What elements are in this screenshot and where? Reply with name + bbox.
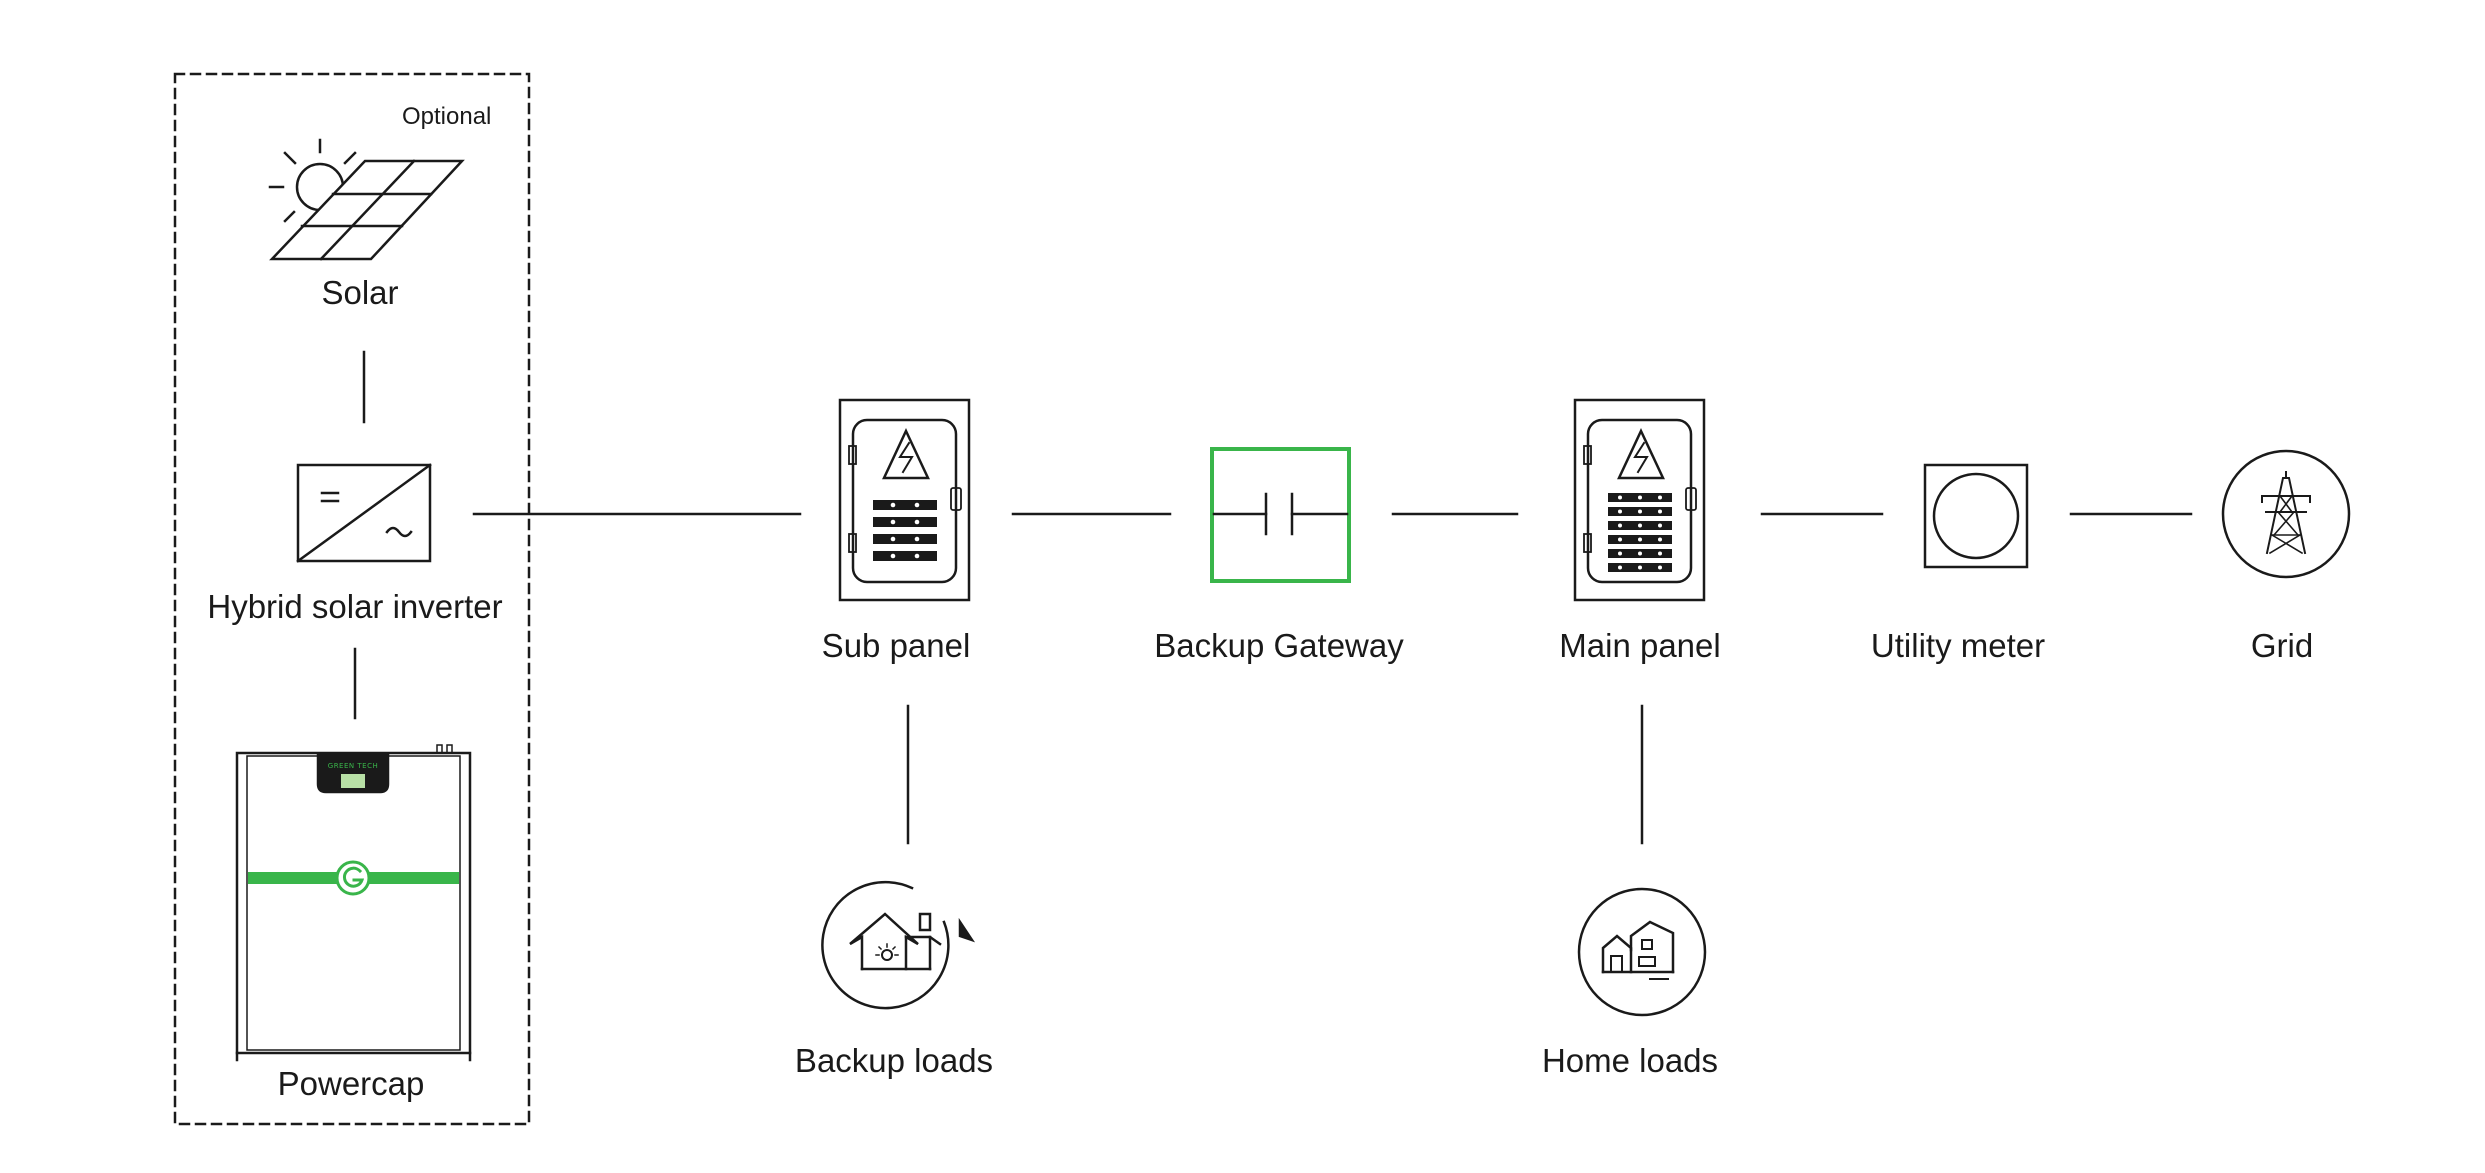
backup-gateway-icon bbox=[1210, 447, 1351, 583]
main-panel-breakers bbox=[1608, 493, 1672, 572]
sub-panel-breakers bbox=[873, 500, 937, 561]
sub-panel-label: Sub panel bbox=[821, 627, 971, 664]
grid-tower-icon bbox=[2221, 449, 2351, 579]
utility-meter-label: Utility meter bbox=[1870, 627, 2046, 664]
inverter-label: Hybrid solar inverter bbox=[207, 588, 503, 625]
grid-label: Grid bbox=[2250, 627, 2314, 664]
optional-label: Optional bbox=[402, 103, 492, 130]
backup-loads-label: Backup loads bbox=[794, 1042, 994, 1079]
optional-group-border bbox=[173, 72, 531, 1126]
home-loads-icon bbox=[1577, 887, 1707, 1017]
utility-meter-icon bbox=[1923, 463, 2029, 569]
inverter-icon bbox=[296, 463, 432, 563]
main-panel-icon bbox=[1573, 398, 1706, 602]
backup-gateway-label: Backup Gateway bbox=[1154, 627, 1404, 664]
backup-loads-icon bbox=[821, 880, 976, 1010]
powercap-label: Powercap bbox=[277, 1065, 425, 1102]
solar-panel-icon bbox=[268, 138, 465, 261]
home-loads-label: Home loads bbox=[1541, 1042, 1719, 1079]
powercap-brand-text: GREEN TECH bbox=[327, 762, 379, 770]
solar-label: Solar bbox=[321, 274, 399, 311]
main-panel-label: Main panel bbox=[1559, 627, 1721, 664]
sub-panel-icon bbox=[838, 398, 971, 602]
powercap-battery-icon bbox=[235, 744, 472, 1062]
